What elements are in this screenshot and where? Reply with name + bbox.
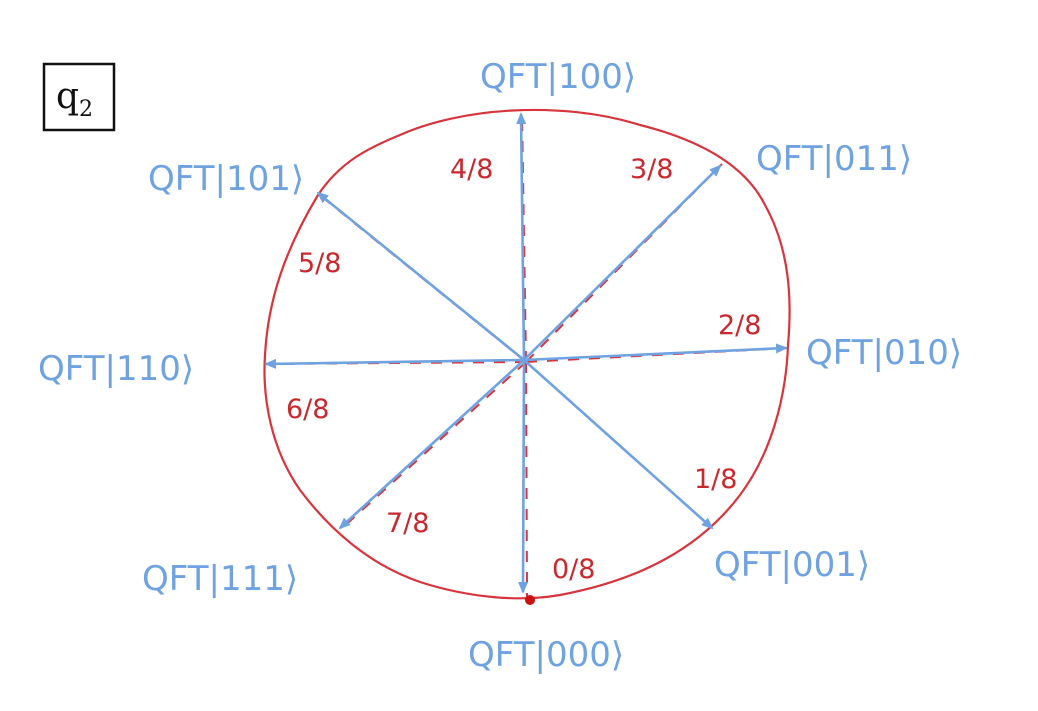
state-label-100: QFT|100⟩ (480, 57, 636, 97)
state-label-001: QFT|001⟩ (714, 545, 870, 585)
center-point: · (520, 349, 526, 373)
arrow-011 (523, 164, 722, 361)
state-label-111: QFT|111⟩ (142, 559, 298, 599)
phase-label-010: 2/8 (718, 310, 761, 341)
arrow-001 (523, 359, 714, 530)
qubit-box-frame (42, 62, 116, 132)
phase-label-110: 6/8 (286, 394, 329, 425)
arrow-111 (338, 359, 525, 530)
svg-text:q2: q2 (56, 76, 93, 122)
state-arrows (264, 112, 788, 594)
phase-zero-marker (525, 595, 535, 605)
qubit-letter: q (56, 76, 79, 117)
qubit-subscript: 2 (79, 97, 93, 122)
dashed-radius-111 (339, 361, 527, 531)
phase-label-001: 1/8 (694, 464, 737, 495)
phase-label-101: 5/8 (298, 248, 341, 279)
state-label-101: QFT|101⟩ (148, 159, 304, 199)
phase-circle (263, 108, 791, 600)
arrow-101 (316, 191, 525, 362)
state-label-011: QFT|011⟩ (756, 139, 912, 179)
arrow-100 (516, 112, 527, 361)
phase-label-111: 7/8 (386, 508, 429, 539)
state-label-110: QFT|110⟩ (38, 349, 194, 389)
arrow-110 (264, 358, 525, 369)
state-labels: QFT|000⟩ QFT|001⟩ QFT|010⟩ QFT|011⟩ QFT|… (38, 57, 962, 675)
arrow-010 (523, 343, 788, 362)
phase-label-011: 3/8 (630, 154, 673, 185)
phase-label-100: 4/8 (450, 154, 493, 185)
phase-labels: 0/8 1/8 2/8 3/8 4/8 5/8 6/8 7/8 (286, 154, 761, 585)
qubit-label-box: q2 (42, 62, 116, 132)
arrow-000 (518, 359, 529, 594)
state-label-010: QFT|010⟩ (806, 333, 962, 373)
dashed-radius-000 (525, 361, 528, 599)
state-label-000: QFT|000⟩ (468, 635, 624, 675)
phase-label-000: 0/8 (552, 554, 595, 585)
